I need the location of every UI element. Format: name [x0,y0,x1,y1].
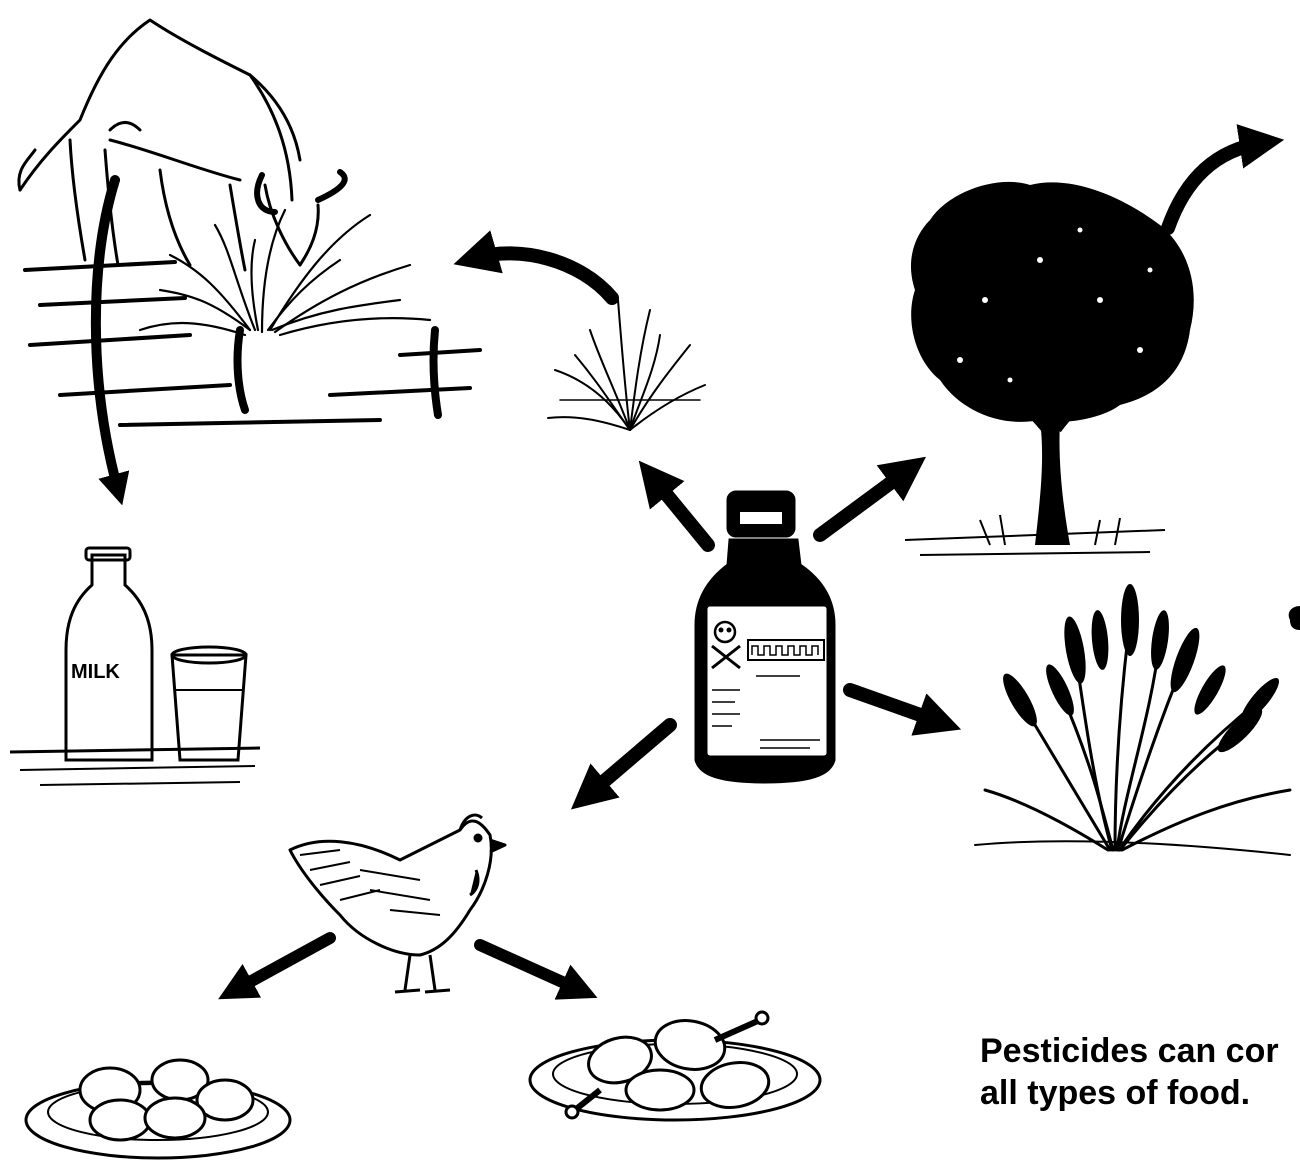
caption-line-2: all types of food. [980,1072,1300,1114]
cow-icon [19,20,345,270]
arrow-bottle-to-tree [820,470,908,535]
milk-icon [10,548,260,785]
arrow-bottle-to-crop [850,690,940,722]
arrow-bottle-to-grass [653,478,708,545]
milk-bottle-label: MILK [71,661,120,683]
arrow-cow-to-milk [96,180,118,490]
grass-icon [548,300,705,430]
eggs-icon [26,1060,290,1158]
arrow-chicken-to-eggs [235,938,330,990]
arrow-bottle-to-chicken [588,725,670,795]
tree-icon [905,182,1194,555]
arrow-tree-to-offscreen [1168,143,1262,228]
arrow-grass-to-cow [475,253,612,298]
chicken-icon [290,815,505,992]
caption: Pesticides can cor all types of food. [980,1030,1300,1114]
chicken-meat-icon [530,1012,820,1120]
crop-icon [975,584,1290,855]
arrow-chicken-to-meat [480,945,580,990]
partial-edge-icon [1289,606,1300,630]
caption-line-1: Pesticides can cor [980,1030,1300,1072]
